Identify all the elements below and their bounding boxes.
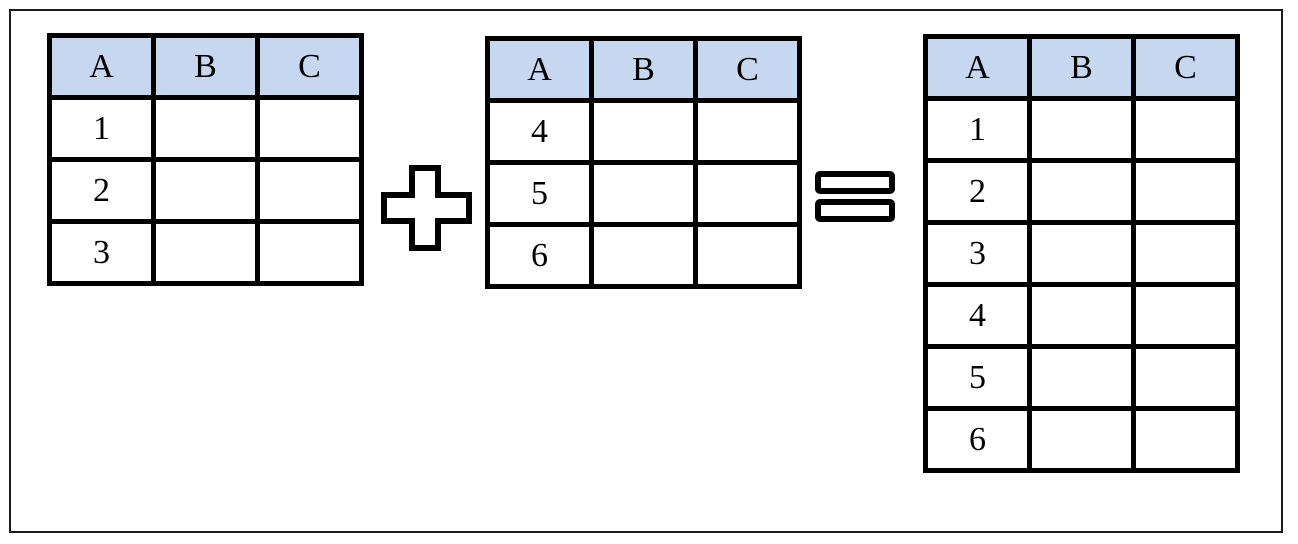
- table-row: 6: [923, 406, 1240, 473]
- table-row: 4: [923, 282, 1240, 349]
- table-row: 4: [485, 98, 802, 165]
- table-right: A B C 1 2 3 4 5 6: [923, 34, 1240, 473]
- equals-icon: [815, 171, 895, 222]
- header-cell-c: C: [255, 33, 364, 100]
- table-row: 6: [485, 222, 802, 289]
- empty-cell: [693, 98, 802, 165]
- empty-cell: [1131, 220, 1240, 287]
- empty-cell: [1131, 282, 1240, 349]
- table-row: 5: [485, 160, 802, 227]
- empty-cell: [151, 219, 260, 286]
- empty-cell: [1027, 344, 1136, 411]
- empty-cell: [255, 219, 364, 286]
- row-value-cell: 6: [485, 222, 594, 289]
- empty-cell: [589, 222, 698, 289]
- diagram-frame: A B C 1 2 3 A B C 4: [9, 9, 1283, 533]
- header-cell-a: A: [485, 36, 594, 103]
- table-row: 1: [923, 96, 1240, 163]
- empty-cell: [1027, 406, 1136, 473]
- table-row: 5: [923, 344, 1240, 411]
- table-row: 1: [47, 95, 364, 162]
- empty-cell: [693, 222, 802, 289]
- row-value-cell: 1: [923, 96, 1032, 163]
- row-value-cell: 1: [47, 95, 156, 162]
- row-value-cell: 2: [923, 158, 1032, 225]
- empty-cell: [1131, 406, 1240, 473]
- table-row: 3: [923, 220, 1240, 287]
- row-value-cell: 3: [923, 220, 1032, 287]
- empty-cell: [1131, 344, 1240, 411]
- row-value-cell: 5: [485, 160, 594, 227]
- empty-cell: [1027, 96, 1136, 163]
- row-value-cell: 3: [47, 219, 156, 286]
- plus-icon: [381, 165, 472, 251]
- table-left: A B C 1 2 3: [47, 33, 364, 286]
- row-value-cell: 4: [923, 282, 1032, 349]
- header-cell-a: A: [923, 34, 1032, 101]
- header-row: A B C: [485, 36, 802, 103]
- empty-cell: [1131, 96, 1240, 163]
- empty-cell: [151, 95, 260, 162]
- empty-cell: [255, 95, 364, 162]
- header-cell-b: B: [589, 36, 698, 103]
- row-value-cell: 5: [923, 344, 1032, 411]
- empty-cell: [589, 98, 698, 165]
- header-cell-b: B: [1027, 34, 1136, 101]
- table-row: 2: [923, 158, 1240, 225]
- header-cell-c: C: [693, 36, 802, 103]
- empty-cell: [1027, 158, 1136, 225]
- row-value-cell: 6: [923, 406, 1032, 473]
- header-row: A B C: [923, 34, 1240, 101]
- table-middle: A B C 4 5 6: [485, 36, 802, 289]
- table-row: 2: [47, 157, 364, 224]
- empty-cell: [589, 160, 698, 227]
- empty-cell: [255, 157, 364, 224]
- header-cell-b: B: [151, 33, 260, 100]
- empty-cell: [1027, 282, 1136, 349]
- row-value-cell: 4: [485, 98, 594, 165]
- header-cell-a: A: [47, 33, 156, 100]
- empty-cell: [1131, 158, 1240, 225]
- row-value-cell: 2: [47, 157, 156, 224]
- header-cell-c: C: [1131, 34, 1240, 101]
- empty-cell: [1027, 220, 1136, 287]
- header-row: A B C: [47, 33, 364, 100]
- empty-cell: [151, 157, 260, 224]
- table-row: 3: [47, 219, 364, 286]
- empty-cell: [693, 160, 802, 227]
